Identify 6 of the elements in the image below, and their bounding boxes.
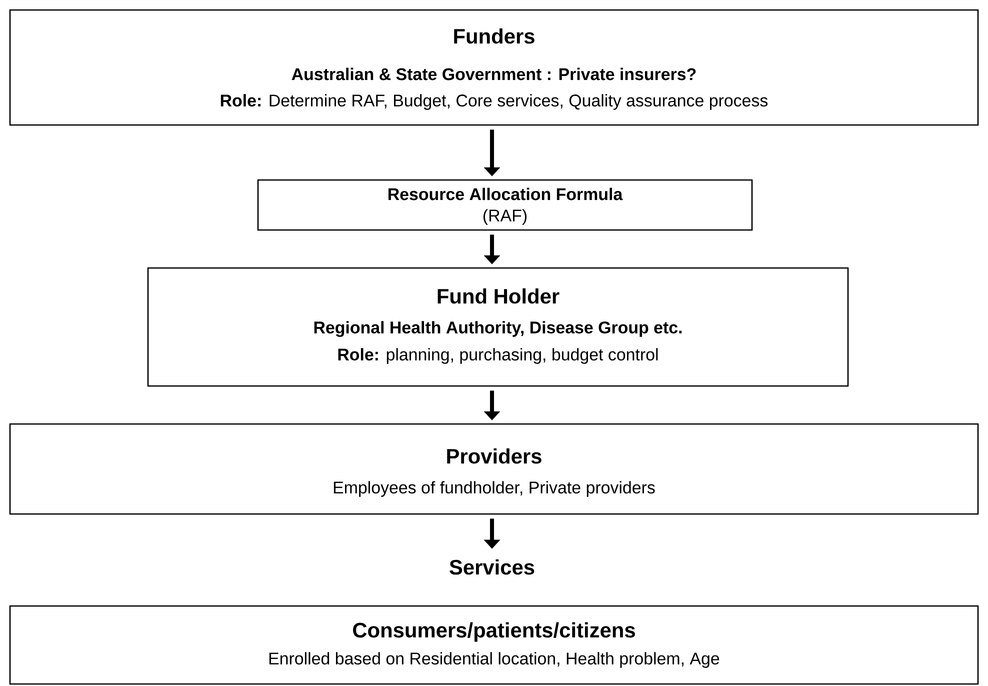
stage-label: Services: [450, 559, 534, 575]
process-box: Funders Australian & State Government : Private insurers? Role: Determine RAF, Budget, Core services, Quality assurance process: [9, 9, 979, 126]
process-box: Resource Allocation Formula (RAF): [257, 179, 753, 231]
process-box: Consumers/patients/citizens Enrolled based on Residential location, Health problem, Age: [9, 605, 979, 685]
process-box: Fund Holder Regional Health Authority, Disease Group etc. Role: planning, purchasing, budget control: [147, 267, 849, 387]
process-box: Providers Employees of fundholder, Private providers: [9, 423, 979, 515]
